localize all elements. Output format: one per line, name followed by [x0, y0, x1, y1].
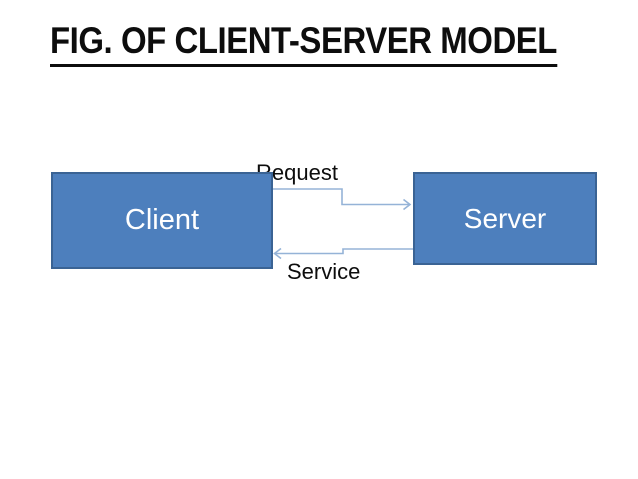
server-node: Server: [413, 172, 597, 265]
server-node-label: Server: [463, 202, 547, 234]
client-node-label: Client: [124, 204, 200, 236]
client-node: Client: [51, 172, 273, 269]
service-arrow-line: [275, 248, 413, 255]
title-wrap: FIG. OF CLIENT-SERVER MODEL: [50, 20, 620, 67]
request-arrowhead-icon: [403, 198, 412, 211]
service-label: Service: [287, 259, 361, 284]
request-arrow-line: [273, 188, 409, 206]
page-title: FIG. OF CLIENT-SERVER MODEL: [50, 20, 557, 67]
service-arrowhead-icon: [273, 247, 282, 260]
